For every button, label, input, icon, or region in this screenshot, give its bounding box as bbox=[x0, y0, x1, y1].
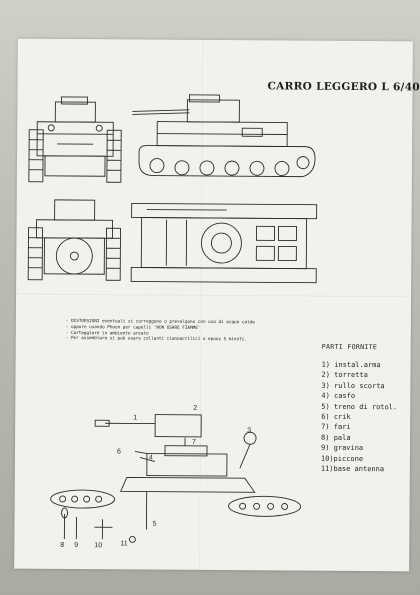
horizontal-fold bbox=[16, 293, 412, 299]
callout-label: 10 bbox=[94, 542, 102, 549]
note-item: Per assemblare si può usare collanti cia… bbox=[66, 336, 296, 343]
part-item: 10)piccone bbox=[320, 454, 364, 463]
part-item: 8) pala bbox=[321, 433, 351, 442]
part-item: 3) rullo scorta bbox=[321, 381, 385, 391]
callout-label: 11 bbox=[120, 540, 127, 547]
part-item: 7) fari bbox=[321, 423, 351, 432]
callout-label: 1 bbox=[133, 414, 137, 421]
part-item: 9) gravina bbox=[320, 444, 364, 453]
callout-label: 5 bbox=[152, 521, 156, 528]
parts-title: PARTI FORNITE bbox=[321, 342, 378, 352]
part-item: 6) crik bbox=[321, 412, 351, 421]
tank-front-view bbox=[28, 96, 122, 183]
tank-top-view bbox=[130, 202, 318, 284]
part-item: 4) casfo bbox=[321, 391, 356, 401]
callout-label: 8 bbox=[60, 542, 64, 549]
tank-rear-view bbox=[27, 199, 121, 281]
part-item: 5) treno di rotol. bbox=[321, 402, 398, 411]
exploded-assembly-diagram: 1 2 3 4 5 6 7 8 9 10 11 bbox=[50, 405, 302, 549]
instruction-sheet: CARRO LEGGERO L 6/40 bbox=[14, 38, 420, 572]
assembly-notes: DISTORSIONI eventuali si correggono o pr… bbox=[66, 319, 296, 344]
part-item: 2) torretta bbox=[321, 371, 368, 380]
callout-label: 4 bbox=[149, 455, 153, 462]
callout-label: 2 bbox=[193, 405, 197, 412]
part-item: 11)base antenna bbox=[320, 464, 385, 474]
parts-list: PARTI FORNITE 1) instal.arma 2) torretta… bbox=[321, 343, 398, 475]
callout-label: 9 bbox=[74, 542, 78, 549]
tank-side-view bbox=[132, 94, 316, 178]
callout-label: 3 bbox=[247, 427, 251, 434]
callout-label: 7 bbox=[192, 439, 196, 446]
callout-label: 6 bbox=[117, 448, 121, 455]
part-item: 1) instal.arma bbox=[321, 360, 381, 370]
